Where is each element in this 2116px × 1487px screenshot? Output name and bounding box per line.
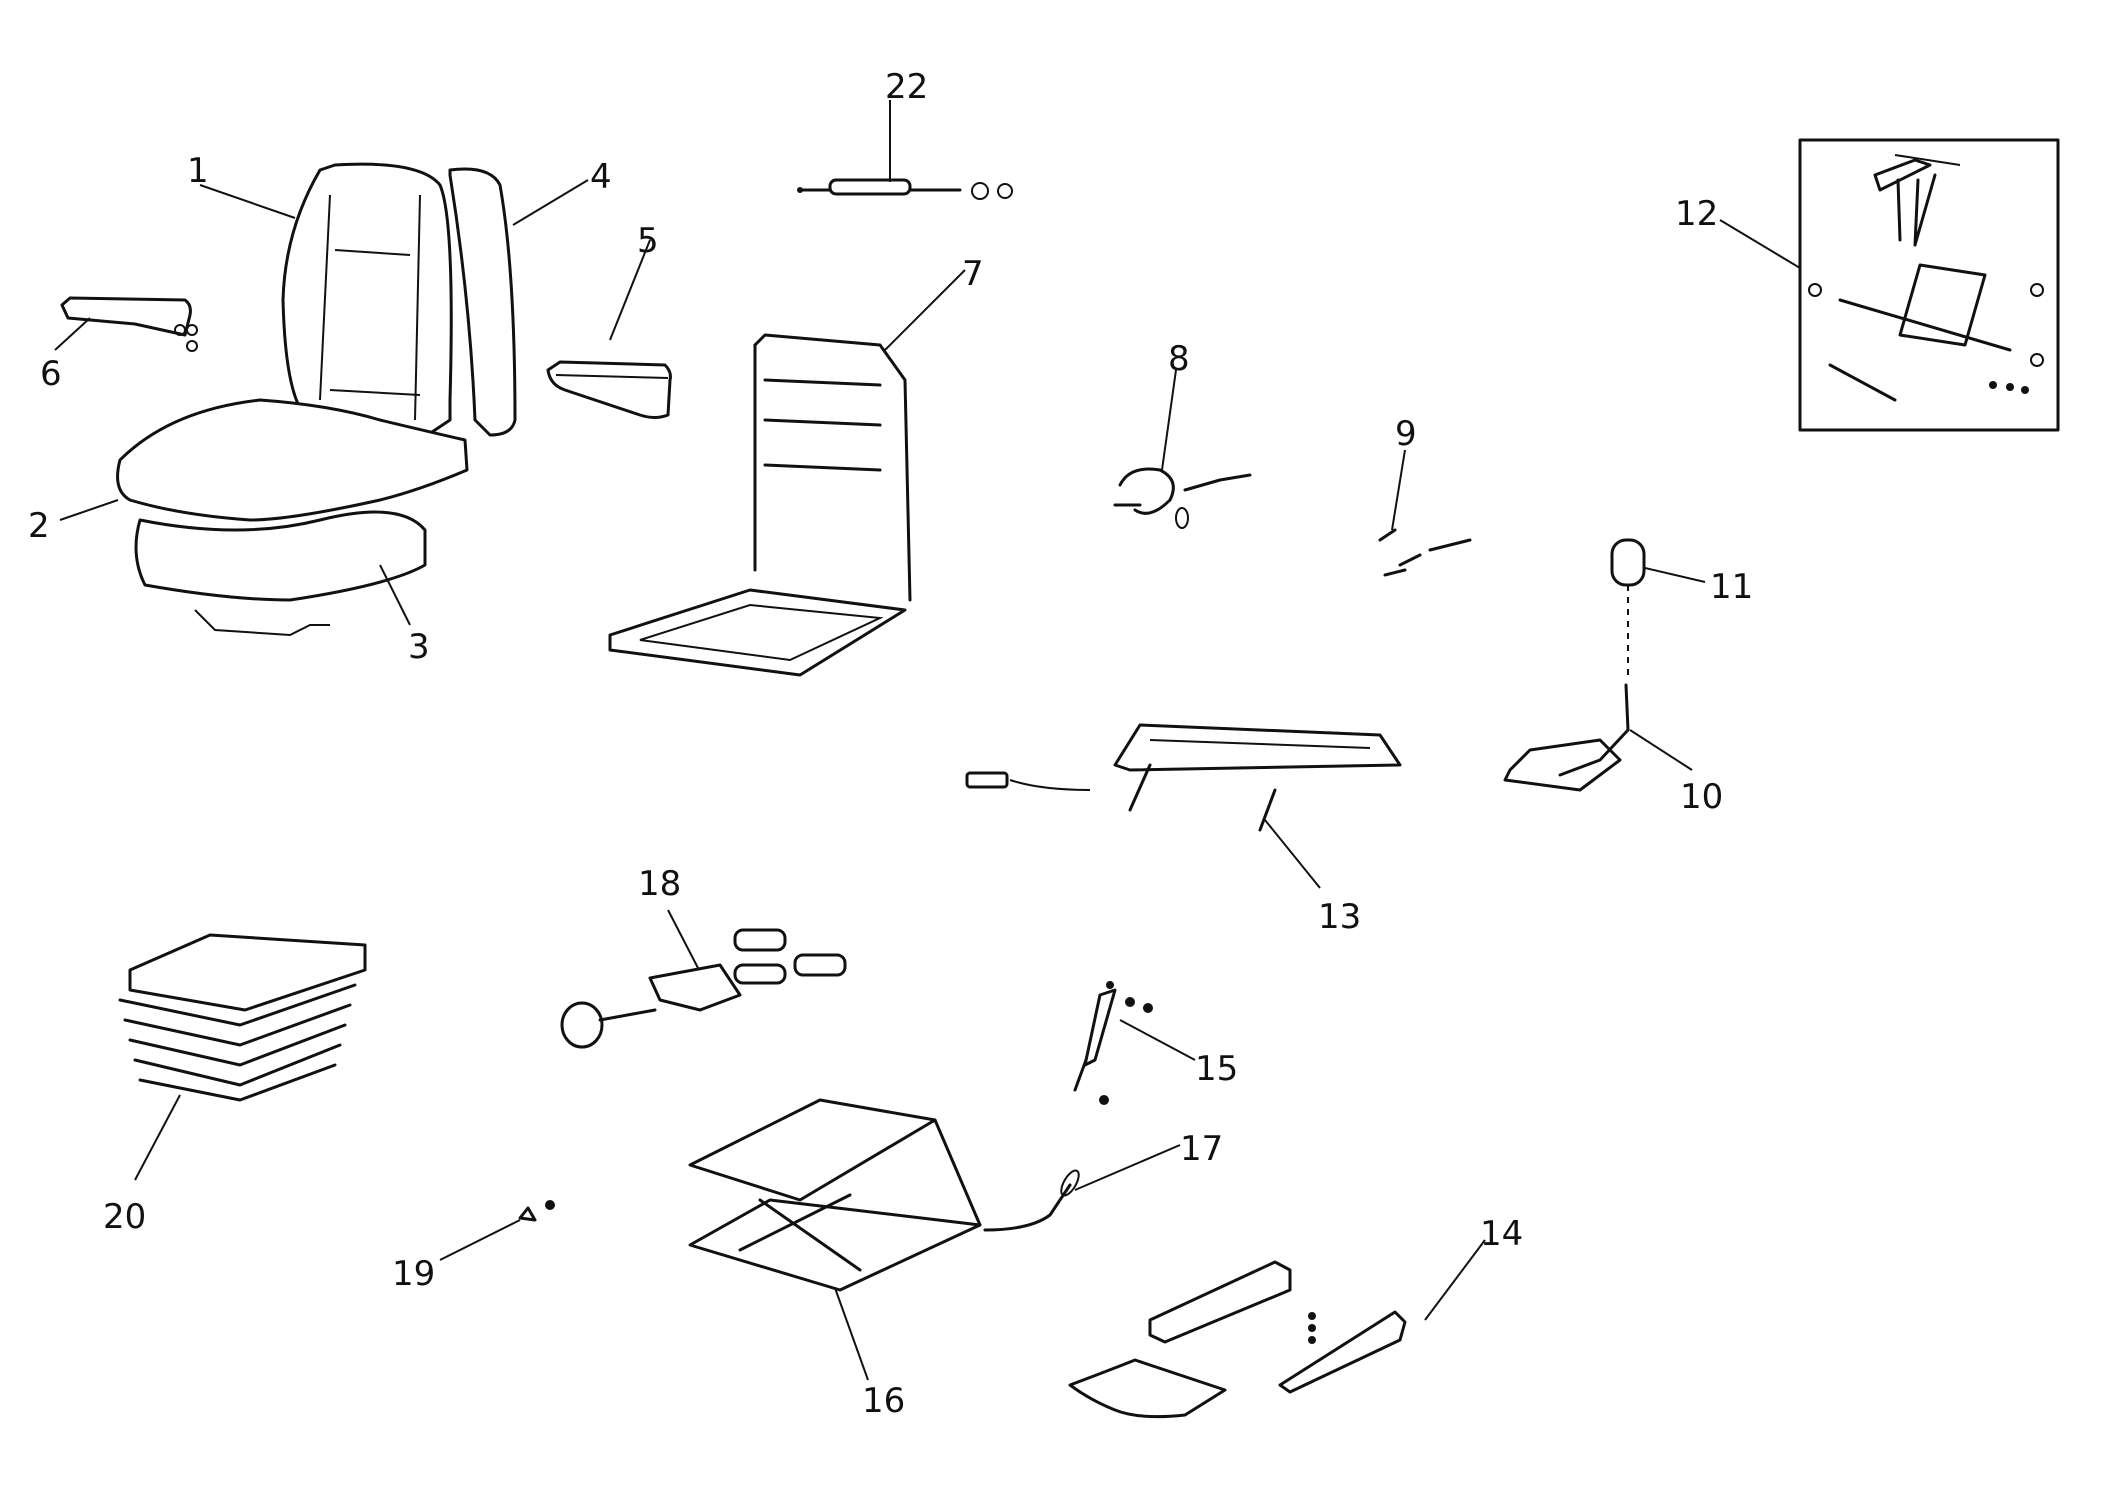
callout-17: 17 xyxy=(1180,1129,1223,1169)
leader-16 xyxy=(834,1287,869,1381)
leader-14 xyxy=(1424,1239,1486,1321)
callout-1: 1 xyxy=(187,151,209,191)
leader-4 xyxy=(512,179,589,226)
part-18-spring-adjuster xyxy=(560,928,847,1049)
leader-1 xyxy=(199,184,296,219)
callout-7: 7 xyxy=(962,254,984,294)
part-11-lever-knob xyxy=(1610,538,1646,680)
leader-6 xyxy=(54,317,91,351)
part-15-shock-absorber xyxy=(1073,981,1153,1105)
leader-8 xyxy=(1161,369,1177,471)
leader-15 xyxy=(1119,1019,1196,1061)
callout-10: 10 xyxy=(1680,777,1723,817)
part-12-inset-box xyxy=(1798,138,2060,432)
callout-labels: 1 2 3 4 5 6 7 8 9 10 11 12 13 14 15 16 1… xyxy=(28,67,1753,1421)
callout-11: 11 xyxy=(1710,567,1753,607)
part-14-slide-rails xyxy=(1068,1260,1407,1419)
callout-9: 9 xyxy=(1395,414,1417,454)
part-19-clip xyxy=(518,1200,555,1222)
part-4-backrest-cover xyxy=(448,167,517,437)
part-20-bellows xyxy=(118,933,367,1102)
callout-4: 4 xyxy=(590,157,612,197)
part-8-cable xyxy=(1113,467,1252,529)
leader-19 xyxy=(439,1219,521,1261)
callout-18: 18 xyxy=(638,864,681,904)
part-2-seat-cushion xyxy=(116,398,469,522)
leader-lines xyxy=(54,100,1801,1381)
leader-18 xyxy=(667,909,699,969)
leader-10 xyxy=(1629,729,1693,771)
part-6-armrest-left xyxy=(60,296,198,352)
part-9-springs xyxy=(1378,528,1472,577)
callout-19: 19 xyxy=(392,1254,435,1294)
callout-20: 20 xyxy=(103,1197,146,1237)
leader-11 xyxy=(1644,567,1706,583)
part-17-release-cable xyxy=(983,1169,1080,1232)
part-10-lever-bracket xyxy=(1503,683,1630,792)
callout-6: 6 xyxy=(40,354,62,394)
callout-15: 15 xyxy=(1195,1049,1238,1089)
part-5-armrest-right xyxy=(546,360,672,419)
callout-3: 3 xyxy=(408,627,430,667)
leader-20 xyxy=(134,1094,181,1181)
leader-9 xyxy=(1391,449,1406,531)
callout-16: 16 xyxy=(862,1381,905,1421)
leader-7 xyxy=(884,269,966,351)
callout-12: 12 xyxy=(1675,194,1718,234)
part-16-scissor-suspension xyxy=(688,1098,982,1292)
callout-22: 22 xyxy=(885,67,928,107)
leader-13 xyxy=(1264,819,1321,889)
callout-5: 5 xyxy=(637,221,659,261)
leader-17 xyxy=(1074,1144,1181,1191)
callout-13: 13 xyxy=(1318,897,1361,937)
leader-12 xyxy=(1719,219,1801,269)
callout-2: 2 xyxy=(28,506,50,546)
part-22-pin xyxy=(797,178,1013,200)
part-7-seat-frame xyxy=(608,333,912,677)
leader-3 xyxy=(379,564,411,626)
callout-8: 8 xyxy=(1168,339,1190,379)
callout-14: 14 xyxy=(1480,1214,1523,1254)
part-3-cushion-base xyxy=(134,510,427,637)
leader-5 xyxy=(609,239,651,341)
leader-2 xyxy=(59,499,119,521)
part-1-backrest xyxy=(281,162,453,442)
part-13-recliner-mechanism xyxy=(965,723,1402,832)
